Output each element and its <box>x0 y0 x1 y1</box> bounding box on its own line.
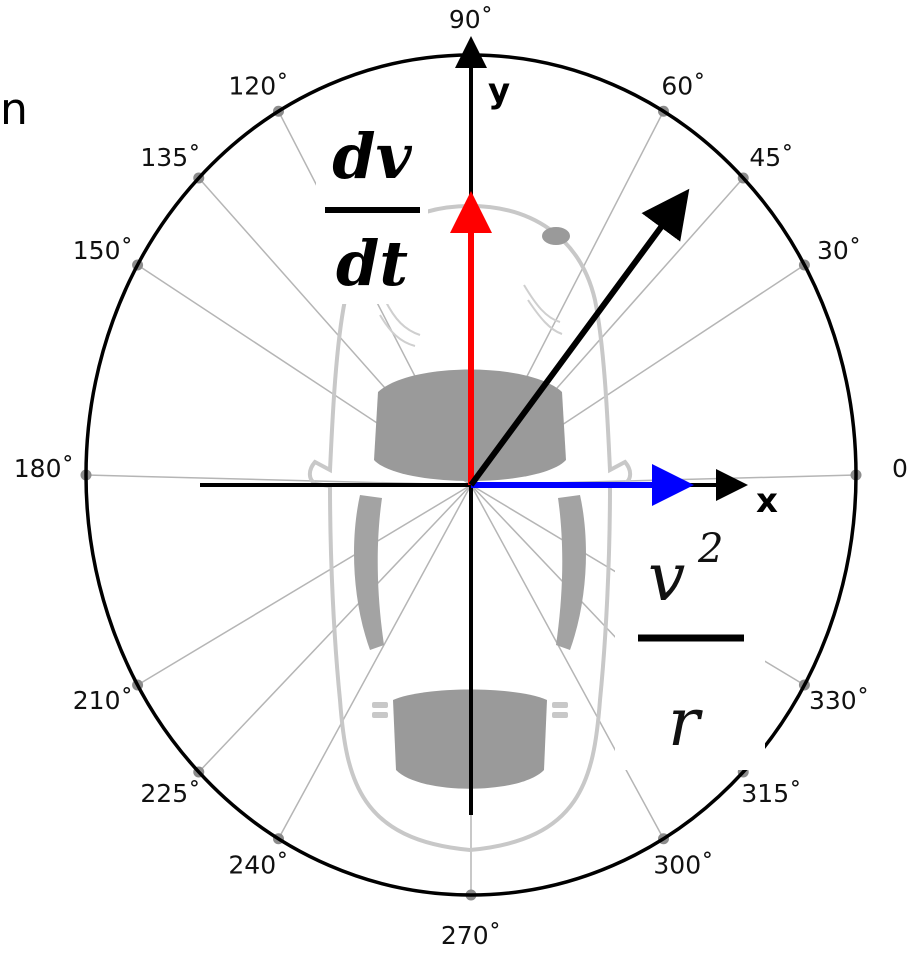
angle-label-150: 150˚ <box>73 236 133 265</box>
car-roof-mark <box>542 227 570 245</box>
x-axis-label: x <box>756 481 778 521</box>
dv-text: dv <box>332 120 412 193</box>
angle-labels: 0 30˚ 45˚ 60˚ 90˚ 120˚ 135˚ 150˚ 180˚ 210˚ 225˚ 240… <box>14 5 908 950</box>
angle-label-180: 180˚ <box>14 454 74 483</box>
edge-letter: n <box>0 84 28 135</box>
v-exponent: 2 <box>697 526 723 572</box>
angle-label-300: 300˚ <box>653 851 713 880</box>
spoke-210 <box>137 484 472 686</box>
angle-label-240: 240˚ <box>228 851 288 880</box>
car-grille-lines <box>379 284 563 347</box>
angle-label-90: 90˚ <box>449 5 493 34</box>
dt-text: dt <box>336 227 408 300</box>
angle-label-330: 330˚ <box>809 686 869 715</box>
angle-label-270: 270˚ <box>441 921 501 950</box>
y-axis-label: y <box>488 71 510 111</box>
v-text: v <box>648 539 685 616</box>
angle-label-60: 60˚ <box>661 71 705 100</box>
r-text: r <box>668 684 703 761</box>
angle-label-210: 210˚ <box>73 686 133 715</box>
centripetal-fraction: v 2 r <box>615 520 765 770</box>
spoke-240 <box>277 484 472 840</box>
angle-label-225: 225˚ <box>140 779 200 808</box>
angle-label-120: 120˚ <box>228 71 288 100</box>
car-right-side-window <box>556 495 586 650</box>
car-rear-lights <box>372 702 568 718</box>
car-body-outline <box>307 203 633 853</box>
angle-label-135: 135˚ <box>140 143 200 172</box>
angle-label-0: 0 <box>892 454 908 483</box>
spoke-300 <box>470 484 665 840</box>
angle-label-315: 315˚ <box>741 779 801 808</box>
car-left-side-window <box>354 495 384 650</box>
tangential-fraction: dv dt <box>316 118 428 304</box>
resultant-acceleration-arrow <box>468 188 690 487</box>
angle-label-30: 30˚ <box>817 236 861 265</box>
angle-label-45: 45˚ <box>749 143 793 172</box>
